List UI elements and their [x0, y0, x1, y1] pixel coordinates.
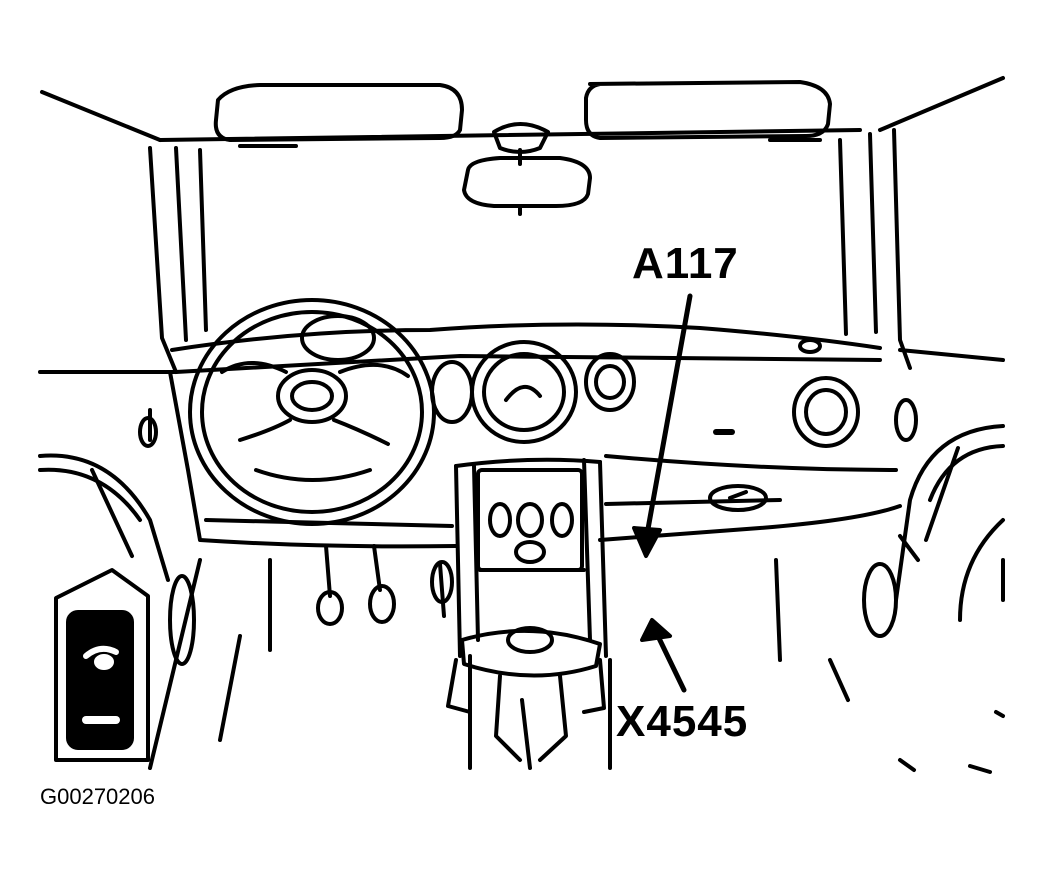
center-console [454, 457, 612, 770]
roof-lines [40, 76, 1005, 142]
pedals [316, 544, 454, 626]
steering-wheel [188, 298, 436, 526]
callout-arrows [632, 293, 693, 693]
windshield [198, 138, 848, 336]
rearview-mirror [462, 122, 592, 216]
passenger-dash-controls [708, 338, 860, 512]
gear-shifter [446, 626, 606, 770]
instrument-gauges [300, 314, 636, 444]
a-pillars [148, 128, 912, 374]
sun-visors [213, 80, 832, 148]
callout-a117: A117 [632, 239, 739, 288]
callout-x4545: X4545 [616, 697, 749, 746]
driver-door [38, 408, 196, 762]
floor-lines [148, 558, 1005, 774]
figure-code: G00270206 [40, 784, 155, 809]
passenger-door [862, 398, 1005, 638]
dashboard [38, 322, 1005, 549]
